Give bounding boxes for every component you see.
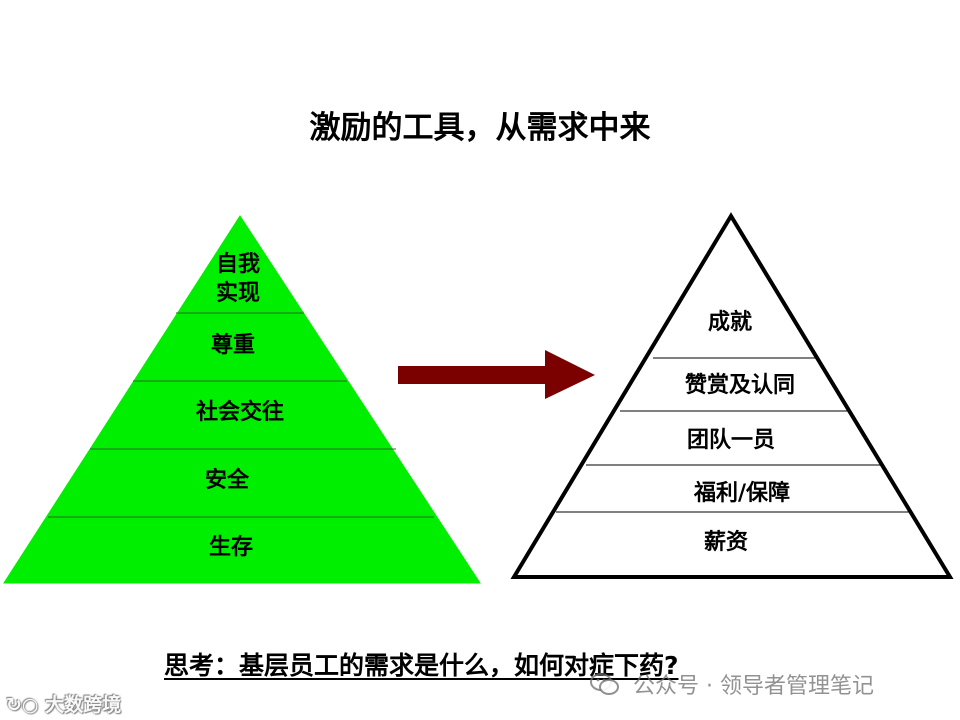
- watermark-left: ↻○ 大数跨境: [6, 690, 121, 717]
- right-pyramid: [510, 212, 954, 579]
- page-title: 激励的工具，从需求中来: [309, 110, 651, 146]
- right-pyramid-body: [510, 212, 954, 579]
- left-level-social: 社会交往: [195, 400, 284, 425]
- right-level-benefits: 福利/保障: [693, 481, 791, 506]
- left-pyramid: [3, 215, 481, 584]
- right-level-achievement: 成就: [707, 310, 752, 335]
- watermark-right: 公众号 · 领导者管理笔记: [590, 668, 874, 702]
- right-level-salary: 薪资: [703, 530, 748, 555]
- watermark-left-text: 大数跨境: [45, 694, 122, 716]
- arrow-shape: [398, 350, 595, 399]
- right-level-team-member: 团队一员: [686, 428, 775, 453]
- reflection-question: 思考：基层员工的需求是什么，如何对症下药?: [164, 651, 679, 680]
- transition-arrow: [398, 350, 595, 399]
- left-level-survival: 生存: [208, 535, 253, 560]
- watermark-right-text: 公众号 · 领导者管理笔记: [633, 674, 874, 699]
- left-level-safety: 安全: [204, 468, 249, 493]
- left-level-self-actualization: 自我 实现: [215, 252, 260, 306]
- left-level-esteem: 尊重: [210, 333, 255, 358]
- watermark-logo-icon: ↻○: [6, 694, 39, 716]
- right-level-recognition: 赞赏及认同: [684, 373, 795, 398]
- left-pyramid-body: [3, 215, 481, 584]
- wechat-icon: [590, 672, 620, 702]
